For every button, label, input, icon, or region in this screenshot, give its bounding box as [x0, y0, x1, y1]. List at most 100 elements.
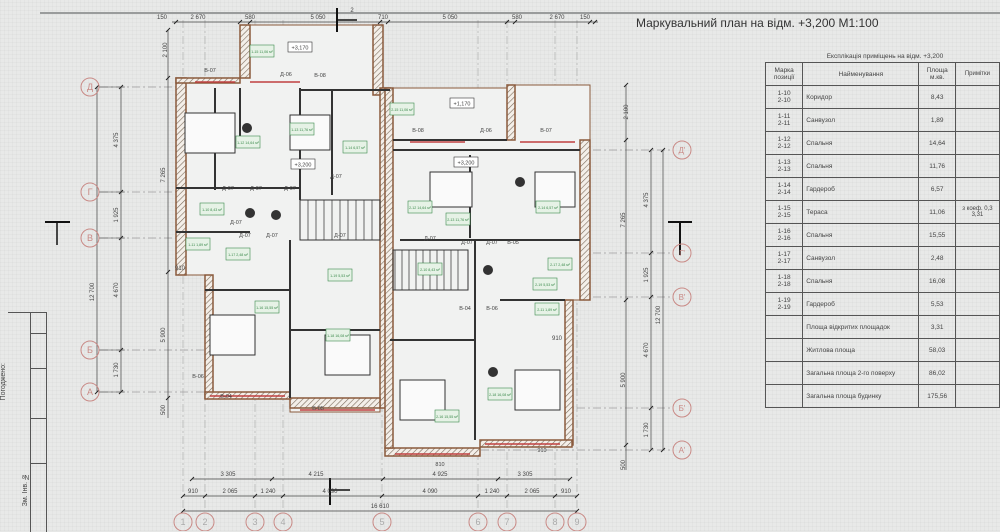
- room-tag-box: [235, 135, 261, 149]
- dimension-tick: [380, 476, 386, 482]
- cell-mark: 1-10 2-10: [764, 85, 804, 109]
- dim-left: 2 100: [163, 42, 169, 58]
- room-tag: 2-16 15,55 м²: [436, 415, 459, 419]
- level-box: [290, 158, 316, 170]
- room-tag: 1-17 2,48 м²: [228, 253, 249, 257]
- room-tag-box: [199, 202, 225, 216]
- opening-label: В-08: [412, 128, 424, 134]
- room-tag: 2-17 2,48 м²: [550, 263, 571, 267]
- room-tag-box: [327, 268, 353, 282]
- cell-mark: [764, 338, 804, 362]
- room-tag: 2-14 6,57 м²: [538, 206, 559, 210]
- dimension-tick: [189, 476, 195, 482]
- axis-bubble: [672, 440, 692, 460]
- dim-right: 4 375: [644, 192, 650, 208]
- axis-label: Д': [679, 146, 686, 155]
- room-tag-box: [434, 409, 460, 423]
- axis-label: Б: [87, 345, 93, 355]
- dim-right: 2 100: [624, 104, 630, 120]
- axis-label: 6: [475, 517, 480, 527]
- opening-label: Д-07: [486, 240, 498, 246]
- dim-top: 580: [512, 15, 523, 21]
- explication-caption: Експлікація приміщень на відм. +3,200: [826, 53, 944, 60]
- dimension-tick: [648, 250, 654, 256]
- room-tag-box: [389, 102, 415, 116]
- axis-bubble: [545, 512, 565, 531]
- cell-name: Житлова площа: [802, 338, 920, 362]
- dimension-tick: [623, 442, 629, 448]
- cell-mark: 1-17 2-17: [764, 246, 804, 270]
- room-tag: 2-10 8,43 м²: [420, 268, 441, 272]
- dim-right: 4 670: [644, 342, 650, 358]
- opening-label: В-04: [459, 306, 471, 312]
- cell-mark: 1-11 2-11: [764, 108, 804, 132]
- opening-label: Д-07: [330, 174, 342, 180]
- opening-label: В-06: [486, 306, 498, 312]
- room-tag: 2-19 5,53 м²: [535, 283, 556, 287]
- cell-note: з коеф. 0,3 3,31: [954, 200, 1000, 224]
- cell-mark: 1-16 2-16: [764, 223, 804, 247]
- dim-right: 910: [552, 336, 563, 342]
- wall: [175, 77, 241, 84]
- bed-icon: [429, 171, 473, 208]
- section-mark: 2: [350, 8, 354, 14]
- room-tag-box: [342, 140, 368, 154]
- cell-area: 6,57: [918, 177, 956, 201]
- room-tag: 1-12 14,64 м²: [237, 141, 260, 145]
- cell-note: [954, 292, 1000, 316]
- cell-area: 8,43: [918, 85, 956, 109]
- dim-top: 150: [157, 15, 168, 21]
- dim-bottom: 4 925: [432, 472, 448, 478]
- room-tag-box: [535, 200, 561, 214]
- axis-label: 3: [252, 517, 257, 527]
- dimension-tick: [180, 508, 186, 514]
- dim-top: 710: [378, 15, 389, 21]
- header-notes: Примітки: [954, 62, 1000, 86]
- dimension-tick: [252, 493, 258, 499]
- opening-label: В-06: [192, 374, 204, 380]
- cell-note: [954, 338, 1000, 362]
- dimension-tick: [385, 19, 391, 25]
- opening-label: Д-07: [334, 233, 346, 239]
- wall: [564, 299, 574, 446]
- opening-label: Д-07: [284, 186, 296, 192]
- dimension-tick: [202, 493, 208, 499]
- axis-bubble: [567, 512, 587, 531]
- level-mark: +3,200: [295, 163, 312, 169]
- axis-label: 1: [180, 517, 185, 527]
- cell-area: 1,89: [918, 108, 956, 132]
- axis-label: Г: [88, 187, 93, 197]
- room-tag-box: [254, 300, 280, 314]
- opening-label: Д-07: [461, 240, 473, 246]
- room-tag-box: [289, 122, 315, 136]
- axis-label: 8: [552, 517, 557, 527]
- room-tag: 1-14 6,57 м²: [345, 146, 366, 150]
- bed-icon: [399, 379, 446, 421]
- opening-label: Д-07: [250, 186, 262, 192]
- dim-bottom: 910: [188, 489, 199, 495]
- dim-right: 1 925: [644, 267, 650, 283]
- dimension-tick: [165, 395, 171, 401]
- plant-icon: [245, 208, 255, 218]
- room-tag: 1-11 1,89 м²: [188, 243, 208, 247]
- axis-bubble: [497, 512, 517, 531]
- stair-icon: [392, 249, 469, 291]
- cell-area: 11,76: [918, 154, 956, 178]
- opening-label: В-04: [220, 394, 232, 400]
- dimension-tick: [379, 493, 385, 499]
- explication-table: Марка позиції Найменування Площа м.кв. П…: [764, 62, 1000, 408]
- cell-mark: 1-12 2-12: [764, 131, 804, 155]
- dimension-tick: [623, 82, 629, 88]
- opening-label: Д-07: [222, 186, 234, 192]
- axis-label: 9: [574, 517, 579, 527]
- opening-label: В-05: [312, 406, 324, 412]
- room-tag: 2-12 14,64 м²: [409, 206, 432, 210]
- cell-name: Спальня: [802, 154, 920, 178]
- dim-left: 1 925: [114, 207, 120, 223]
